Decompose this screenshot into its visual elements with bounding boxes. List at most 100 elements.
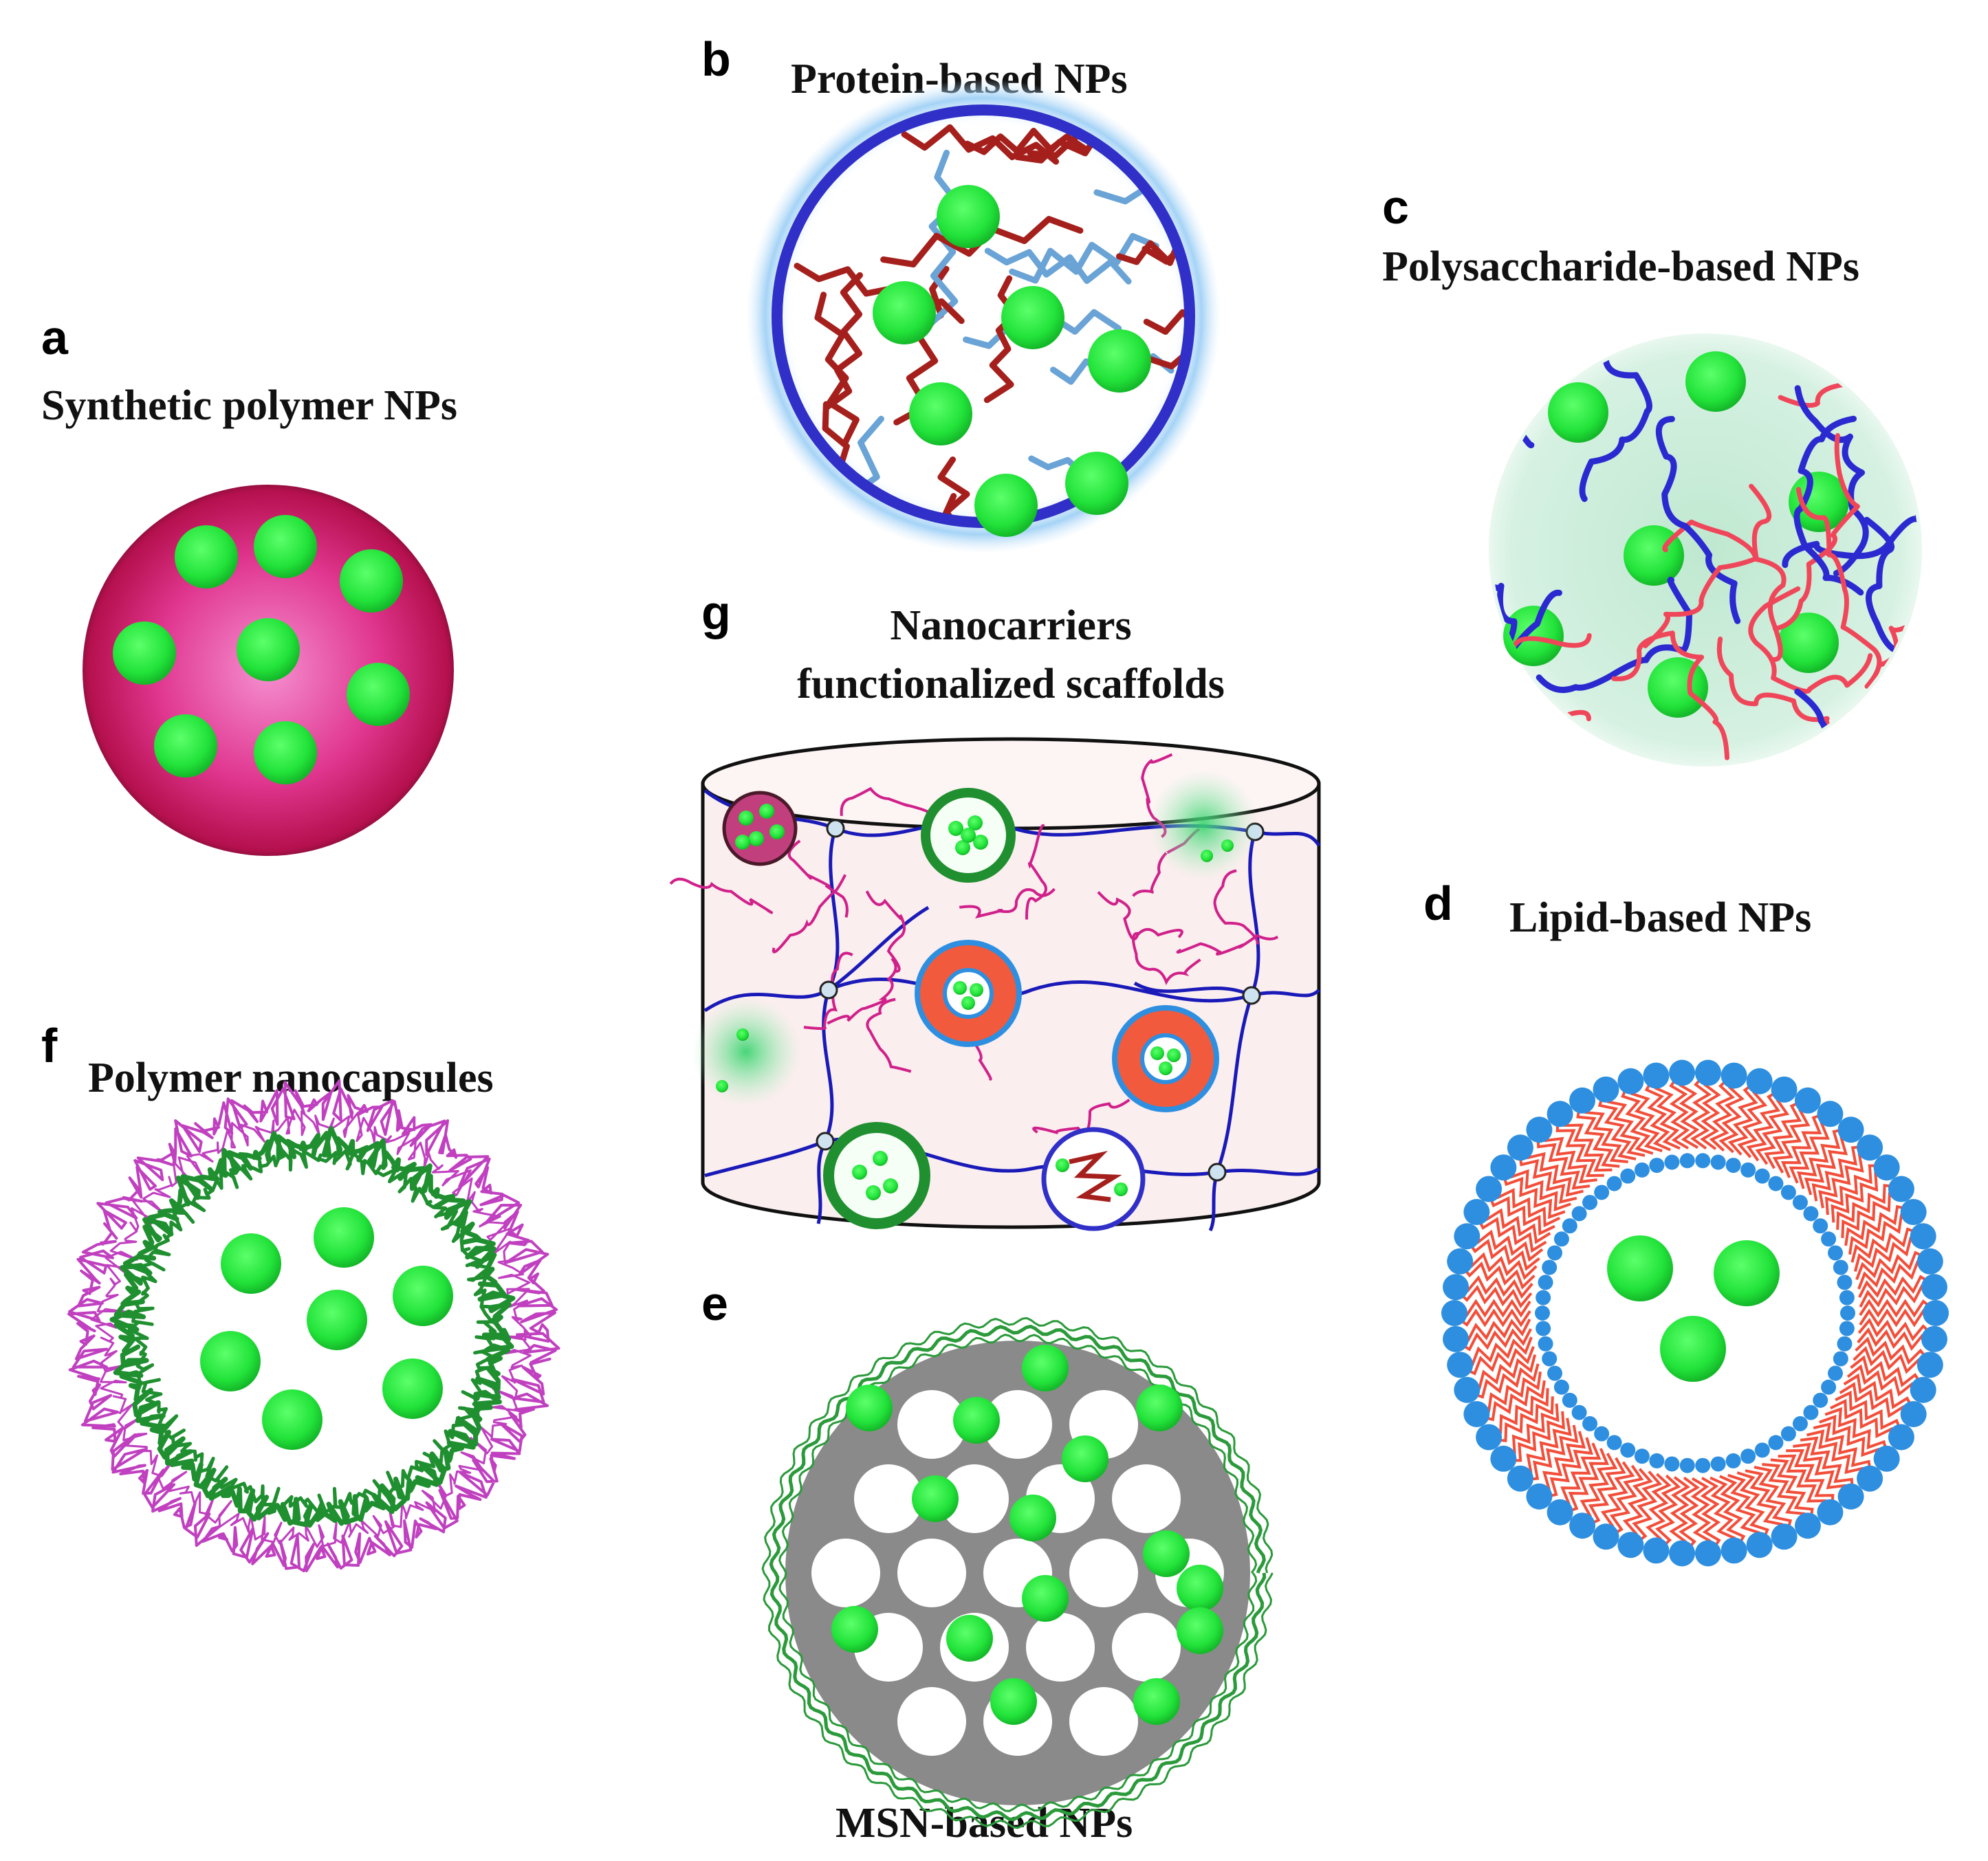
drug-molecule [347, 663, 410, 726]
lipid-head-outer [1923, 1300, 1949, 1326]
lipid-tail [1468, 1354, 1537, 1390]
lipid-tail [1544, 1437, 1593, 1499]
lipid-tail [1587, 1457, 1626, 1526]
msn-pore [983, 1390, 1052, 1459]
lipid-head-inner [1833, 1259, 1848, 1275]
carrier-protein-chain [1069, 1150, 1122, 1202]
carrier-lipid-core [943, 968, 994, 1019]
msn-coat-strand [778, 1333, 1258, 1812]
lipid-tail [1470, 1229, 1544, 1262]
lipid-head-outer [1476, 1424, 1503, 1451]
carrier-protein [1041, 1127, 1146, 1231]
lipid-head-outer [1669, 1540, 1696, 1567]
protein-chain [794, 263, 965, 324]
scaffold-polymer-chain [1176, 934, 1279, 956]
lipid-head-inner [1535, 1306, 1550, 1321]
lipid-head-inner [1740, 1162, 1756, 1178]
scaffold-polymer-chain [803, 951, 853, 1031]
lipid-head-inner [1679, 1457, 1695, 1473]
lipid-tail [1772, 1104, 1811, 1174]
panel-g-title-line1: Nanocarriers [890, 602, 1131, 649]
lipid-tail [1456, 1299, 1531, 1318]
panel-b-label: b [701, 32, 731, 86]
scaffold-polymer-chain [865, 890, 906, 973]
panel-a-label: a [41, 311, 69, 364]
lipid-tail [1606, 1090, 1646, 1157]
drug-molecule [382, 1358, 443, 1419]
lipid-head-outer [1873, 1154, 1900, 1181]
drug-molecule [1548, 382, 1608, 443]
lipid-head-outer [1463, 1199, 1490, 1226]
drug-molecule [1648, 657, 1708, 718]
protein-chain [983, 275, 1018, 404]
lipid-head-inner [1768, 1435, 1784, 1451]
drug-molecule [1685, 351, 1746, 412]
scaffold-polymer-chain [827, 957, 897, 1025]
lipid-tail [1463, 1252, 1538, 1281]
lipid-head-outer [1441, 1300, 1467, 1326]
lipid-head-outer [1617, 1068, 1644, 1094]
lipid-head-outer [1794, 1512, 1821, 1539]
drug-molecule [953, 1397, 1000, 1444]
lipid-tail [1654, 1077, 1681, 1150]
lipid-head-outer [1910, 1223, 1936, 1250]
lipid-head-inner [1828, 1365, 1844, 1381]
panel-d-drugs [1607, 1235, 1780, 1382]
lipid-tail [1584, 1101, 1628, 1163]
lipid-bilayer [1441, 1059, 1949, 1567]
lipid-head-inner [1821, 1379, 1837, 1395]
panel-g-title-line2: functionalized scaffolds [797, 661, 1225, 707]
drug-molecule [1221, 839, 1234, 852]
panel-c: c Polysaccharide-based NPs [1382, 180, 1922, 767]
drug-molecule [1143, 1530, 1190, 1577]
panel-e-label: e [701, 1277, 728, 1330]
drug-molecule [852, 1165, 867, 1180]
lipid-tail [1481, 1208, 1551, 1244]
protein-chain [1093, 172, 1190, 205]
drug-molecule [1177, 1607, 1223, 1654]
panel-b-drugs [873, 185, 1151, 537]
polysaccharide-chain [1773, 432, 1860, 632]
lipid-head-inner [1839, 1321, 1855, 1336]
drug-molecule [912, 1475, 959, 1522]
panel-e-drugs [831, 1345, 1223, 1725]
lipid-tail [1710, 1476, 1736, 1549]
carrier-capsule [823, 1122, 930, 1229]
lipid-head-inner [1562, 1392, 1577, 1408]
lipid-head-outer [1526, 1483, 1553, 1510]
lipid-head-inner [1536, 1290, 1551, 1306]
lipid-tail [1456, 1308, 1531, 1328]
lipid-tail [1536, 1135, 1591, 1190]
drug-molecule [1778, 613, 1839, 673]
drug-molecule [866, 1185, 881, 1200]
drug-molecule [237, 618, 300, 681]
lipid-tail [1831, 1171, 1887, 1223]
lipid-tail [1630, 1082, 1663, 1153]
lipid-head-inner [1664, 1456, 1680, 1472]
lipid-head-outer [1916, 1248, 1943, 1275]
lipid-tail [1669, 1075, 1690, 1149]
drug-molecule [873, 281, 936, 344]
lipid-head-inner [1594, 1426, 1610, 1442]
lipid-head-outer [1837, 1483, 1864, 1510]
lipid-head-outer [1857, 1134, 1883, 1161]
lipid-head-outer [1547, 1101, 1573, 1127]
lipid-tail [1700, 1075, 1721, 1150]
lipid-tail [1526, 1424, 1579, 1482]
polysaccharide-chain [1795, 487, 1882, 689]
protein-chain [1144, 331, 1190, 370]
drug-molecule [970, 983, 983, 997]
lipid-tail [1855, 1336, 1929, 1365]
msn-coat-strand [761, 1317, 1274, 1829]
drug-molecule [154, 714, 217, 778]
lipid-head-outer [1593, 1523, 1619, 1550]
polysaccharide-chain [1492, 337, 1535, 423]
lipid-head-outer [1746, 1532, 1773, 1559]
carrier-halo [1148, 770, 1258, 880]
lipid-head-inner [1542, 1351, 1558, 1367]
lipid-tail [1555, 1119, 1604, 1178]
lipid-tail [1718, 1079, 1745, 1154]
lipid-head-inner [1780, 1185, 1796, 1200]
drug-molecule [909, 382, 972, 445]
drug-molecule [254, 515, 317, 578]
